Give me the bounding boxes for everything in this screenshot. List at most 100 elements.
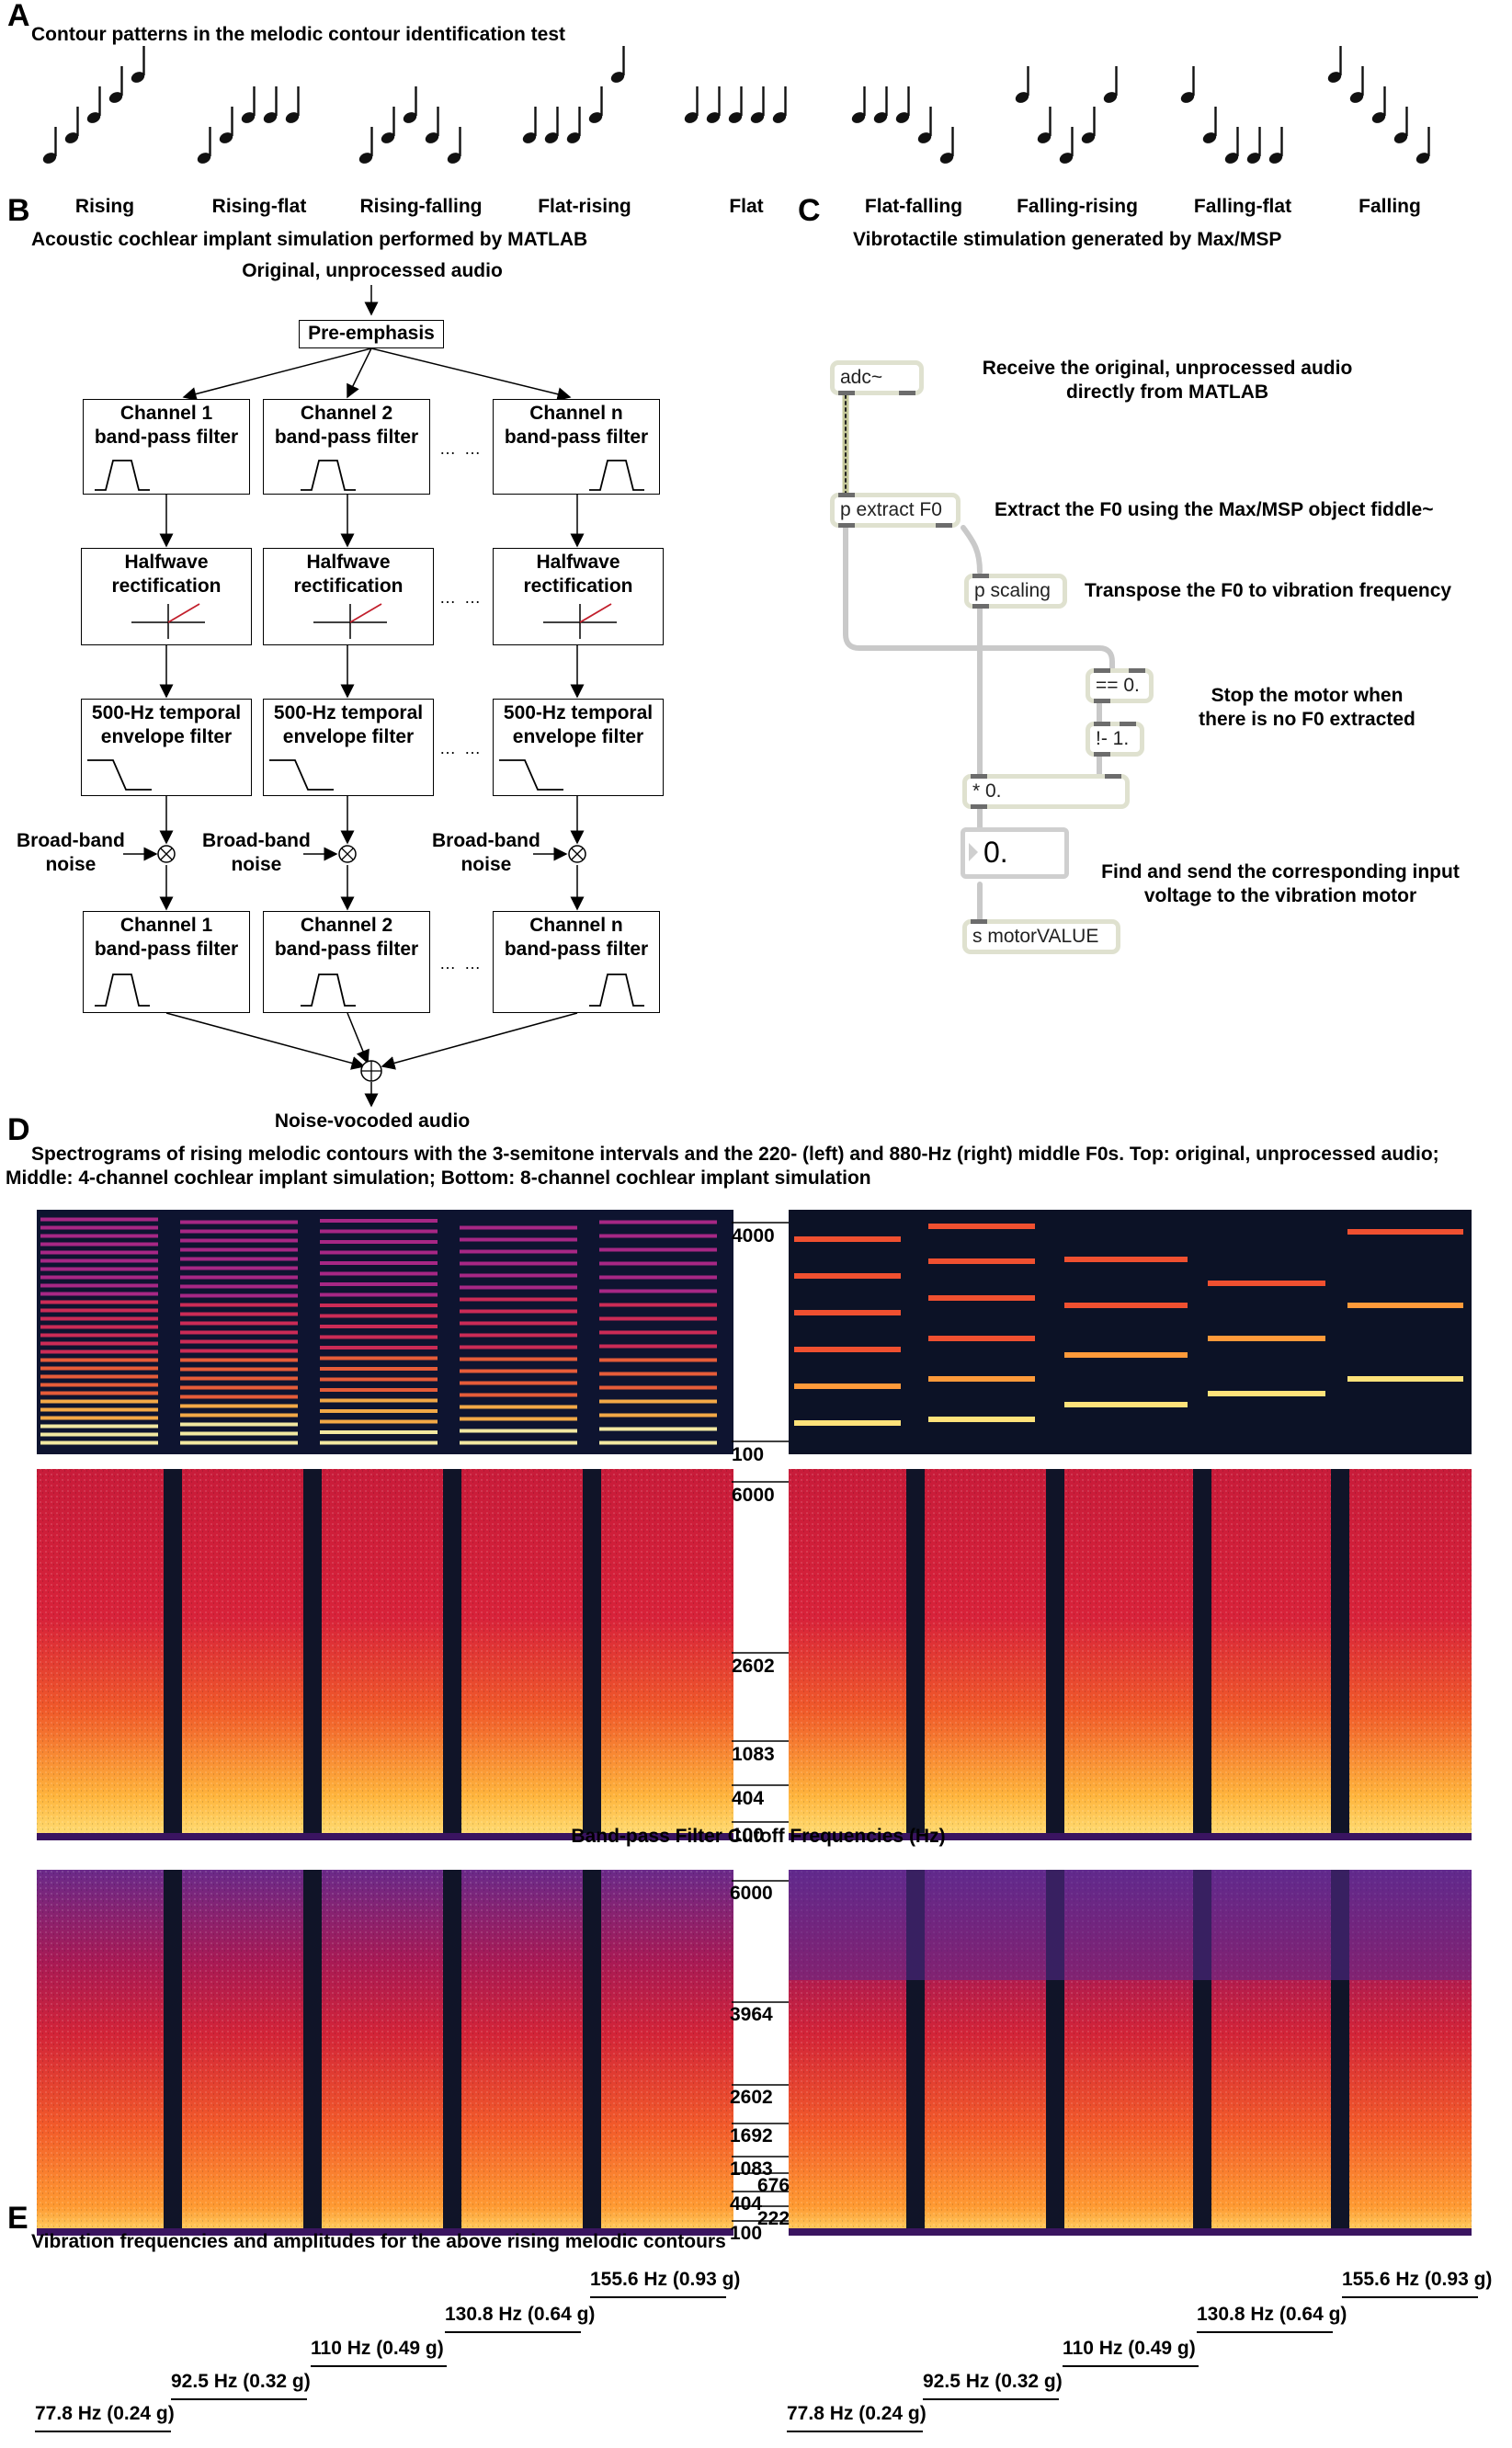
harmonic-band bbox=[40, 1440, 158, 1445]
note-find: Find and send the corresponding input vo… bbox=[1101, 861, 1460, 906]
contour-label: Falling-flat bbox=[1193, 196, 1292, 217]
multiply-object[interactable]: * 0. bbox=[962, 774, 1130, 809]
panel-b-title: Acoustic cochlear implant simulation per… bbox=[31, 229, 588, 250]
harmonic-band bbox=[1064, 1352, 1188, 1358]
harmonic-band bbox=[40, 1267, 158, 1271]
tick-label: 676 bbox=[757, 2175, 790, 2196]
harmonic-band bbox=[599, 1289, 717, 1293]
note-head bbox=[241, 112, 256, 123]
vibration-step-label: 77.8 Hz (0.24 g) bbox=[787, 2403, 927, 2424]
harmonic-band bbox=[460, 1249, 577, 1254]
vibration-step-line bbox=[1063, 2365, 1199, 2367]
harmonic-band bbox=[320, 1367, 438, 1371]
harmonic-band bbox=[40, 1391, 158, 1395]
harmonic-band bbox=[180, 1293, 298, 1298]
harmonic-band bbox=[599, 1413, 717, 1418]
harmonic-band bbox=[180, 1367, 298, 1372]
contour-label: Rising-falling bbox=[359, 196, 483, 217]
note-head bbox=[64, 132, 79, 143]
harmonic-band bbox=[40, 1374, 158, 1379]
note-head bbox=[131, 72, 145, 83]
adc-object[interactable]: adc~ bbox=[830, 360, 924, 395]
scaling-object-label: p scaling bbox=[974, 580, 1051, 601]
harmonic-band bbox=[320, 1219, 438, 1223]
harmonic-band bbox=[180, 1349, 298, 1353]
harmonic-band bbox=[180, 1376, 298, 1381]
tick-label: 1083 bbox=[732, 1744, 775, 1765]
harmonic-band bbox=[599, 1234, 717, 1238]
note-head bbox=[1349, 92, 1364, 103]
vibration-step-label: 155.6 Hz (0.93 g) bbox=[1342, 2269, 1493, 2290]
harmonic-band bbox=[928, 1258, 1035, 1264]
harmonic-band bbox=[40, 1407, 158, 1412]
harmonic-band bbox=[320, 1240, 438, 1244]
adc-object-label: adc~ bbox=[840, 367, 883, 388]
harmonic-band bbox=[599, 1275, 717, 1280]
harmonic-band bbox=[599, 1303, 717, 1307]
tick-label: 404 bbox=[732, 1788, 765, 1809]
harmonic-band bbox=[794, 1273, 901, 1279]
note-head bbox=[522, 132, 537, 143]
note-head bbox=[1224, 153, 1239, 164]
send-motor-object[interactable]: s motorVALUE bbox=[962, 919, 1120, 954]
envelope-box-n: 500-Hz temporal envelope filter bbox=[493, 699, 664, 796]
harmonic-band bbox=[40, 1275, 158, 1280]
extract-f0-object[interactable]: p extract F0 bbox=[830, 493, 961, 528]
envelope-label-1: 500-Hz temporal envelope filter bbox=[91, 702, 242, 747]
channel-1-bandpass-box: Channel 1 band-pass filter bbox=[83, 399, 250, 495]
note-head bbox=[1202, 132, 1217, 143]
note-head bbox=[588, 112, 603, 123]
note-head bbox=[358, 153, 373, 164]
channel-n-bandpass-box: Channel n band-pass filter bbox=[493, 399, 660, 495]
harmonic-band bbox=[40, 1308, 158, 1313]
contour-label: Falling-rising bbox=[1017, 196, 1138, 217]
harmonic-band bbox=[599, 1440, 717, 1445]
number-box[interactable]: 0. bbox=[961, 827, 1069, 879]
silence-gap bbox=[443, 1469, 461, 1840]
harmonic-band bbox=[180, 1339, 298, 1344]
harmonic-band bbox=[599, 1316, 717, 1321]
channel-1-output-bandpass-label: Channel 1 band-pass filter bbox=[94, 915, 239, 960]
harmonic-band bbox=[1347, 1229, 1463, 1235]
spectrogram-middle-right-texture bbox=[789, 1469, 1472, 1840]
silence-gap bbox=[303, 1870, 322, 2236]
note-head bbox=[1268, 153, 1283, 164]
note-head bbox=[263, 112, 278, 123]
vibration-step-label: 92.5 Hz (0.32 g) bbox=[923, 2371, 1063, 2392]
equals-zero-object[interactable]: == 0. bbox=[1086, 668, 1154, 703]
multiply-object-label: * 0. bbox=[972, 780, 1002, 802]
halfwave-box-1: Halfwave rectification bbox=[81, 548, 252, 645]
channel-n-bandpass-label: Channel n band-pass filter bbox=[504, 403, 649, 448]
not-minus-one-object[interactable]: !- 1. bbox=[1086, 722, 1144, 757]
spectrogram-middle-left-texture bbox=[37, 1469, 733, 1840]
channel-n-output-bandpass-box: Channel n band-pass filter bbox=[493, 911, 660, 1013]
harmonic-band bbox=[320, 1440, 438, 1445]
harmonic-band bbox=[180, 1266, 298, 1270]
envelope-box-2: 500-Hz temporal envelope filter bbox=[263, 699, 434, 796]
harmonic-band bbox=[40, 1234, 158, 1238]
note-head bbox=[706, 112, 721, 123]
harmonic-band bbox=[40, 1325, 158, 1329]
contour-0 bbox=[42, 46, 145, 164]
harmonic-band bbox=[460, 1440, 577, 1445]
harmonic-band bbox=[180, 1284, 298, 1289]
vibration-step-label: 110 Hz (0.49 g) bbox=[311, 2338, 444, 2359]
harmonic-band bbox=[180, 1238, 298, 1243]
tick-label: 222 bbox=[757, 2208, 790, 2229]
scaling-object[interactable]: p scaling bbox=[964, 574, 1067, 609]
harmonic-band bbox=[40, 1349, 158, 1354]
note-head bbox=[917, 132, 932, 143]
lowpass-icon bbox=[499, 759, 563, 791]
note-head bbox=[1415, 153, 1430, 164]
harmonic-band bbox=[1064, 1303, 1188, 1308]
harmonic-band bbox=[599, 1385, 717, 1390]
contour-1 bbox=[197, 86, 300, 164]
note-head bbox=[1180, 92, 1195, 103]
vibration-step-line bbox=[171, 2398, 307, 2400]
bandpass-icon bbox=[95, 974, 150, 1007]
vibration-step-line bbox=[590, 2296, 726, 2298]
spectrogram-top-right bbox=[789, 1210, 1472, 1454]
spectrogram-bottom-left-texture bbox=[37, 1870, 733, 2236]
ellipsis-1: … … bbox=[439, 439, 483, 458]
contour-label: Rising bbox=[74, 196, 135, 217]
